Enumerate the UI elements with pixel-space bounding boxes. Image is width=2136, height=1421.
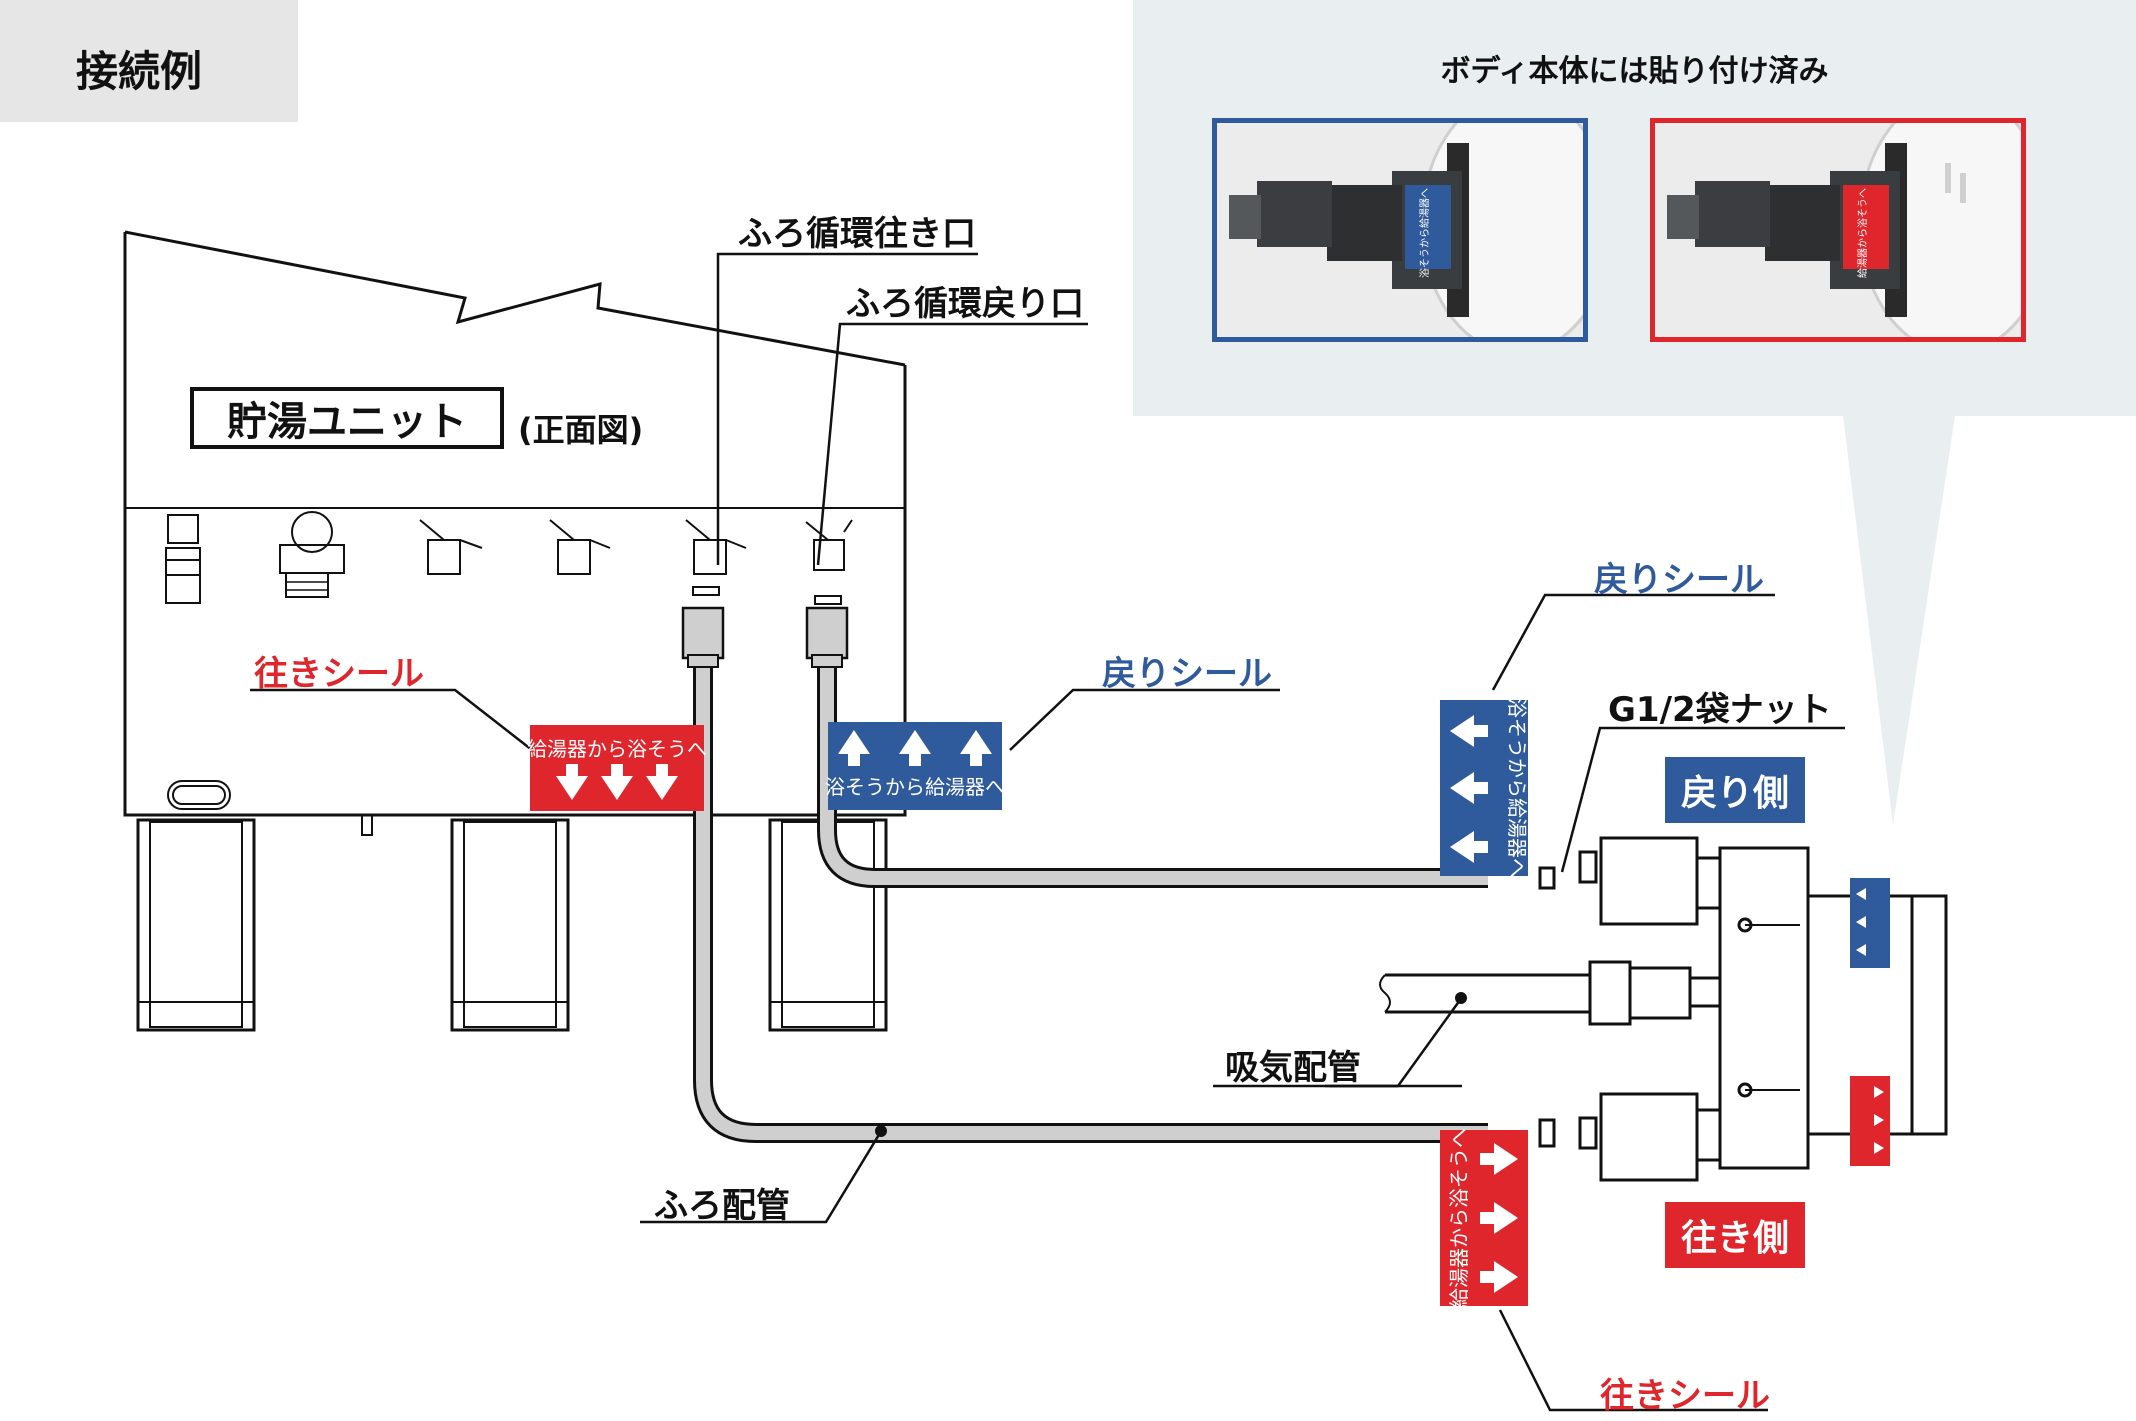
supply-seal-left: 給湯器から浴そうへ [527,725,707,811]
supply-seal-bottom-label: 往きシール [1600,1376,1770,1416]
intake-pipe-drawing [1379,973,1590,1014]
adapter-supply-seal [1850,1076,1890,1166]
page-title: 接続例 [76,47,203,96]
bath-pipe-label: ふろ配管 [654,1186,790,1226]
intake-leader-dot [1455,992,1467,1004]
unit-name-box: 貯湯ユニット [190,387,504,449]
photo-right-seal-text: 給湯器から浴そうへ [1856,188,1869,278]
supply-seal-bottom-text: 給湯器から浴そうへ [1447,1128,1471,1308]
return-seal-mid-text: 浴そうから給湯器へ [825,775,1005,799]
bath-pipe-leader-dot [875,1125,887,1137]
supply-seal-bottom: 給湯器から浴そうへ [1440,1128,1528,1308]
right-arrow-icon [1480,1143,1518,1293]
bag-nut-label: G1/2袋ナット [1608,690,1832,730]
photo-return-seal: 浴そうから給湯器へ [1212,118,1588,342]
return-side-badge: 戻り側 [1665,757,1805,823]
intake-pipe-label: 吸気配管 [1225,1048,1361,1088]
supply-seal-left-label: 往きシール [254,654,424,694]
down-arrow-icon [556,764,678,800]
callout-title: ボディ本体には貼り付け済み [1440,54,1829,89]
photo-left-seal-text: 浴そうから給湯器へ [1418,188,1431,278]
return-seal-mid: 浴そうから給湯器へ [825,722,1005,810]
up-arrow-icon [838,730,992,766]
leader-lines [250,252,1845,1412]
return-seal-right-label: 戻りシール [1594,560,1764,600]
adapter-return-seal [1850,878,1890,968]
supply-side-badge: 往き側 [1665,1202,1805,1268]
return-seal-right-text: 浴そうから給湯器へ [1505,698,1529,878]
supply-seal-left-text: 給湯器から浴そうへ [527,737,707,761]
unit-view-label: (正面図) [518,411,644,449]
return-seal-mid-label: 戻りシール [1102,654,1272,694]
outlet-port-label: ふろ循環往き口 [738,214,976,254]
return-seal-right: 浴そうから給湯器へ [1440,698,1529,878]
storage-unit-drawing [123,230,907,1032]
photo-supply-seal: 給湯器から浴そうへ [1650,118,2026,342]
title-background [0,0,298,122]
return-port-label: ふろ循環戻り口 [846,284,1084,324]
left-arrow-icon [1450,715,1488,863]
bath-pipes [681,606,1488,1143]
